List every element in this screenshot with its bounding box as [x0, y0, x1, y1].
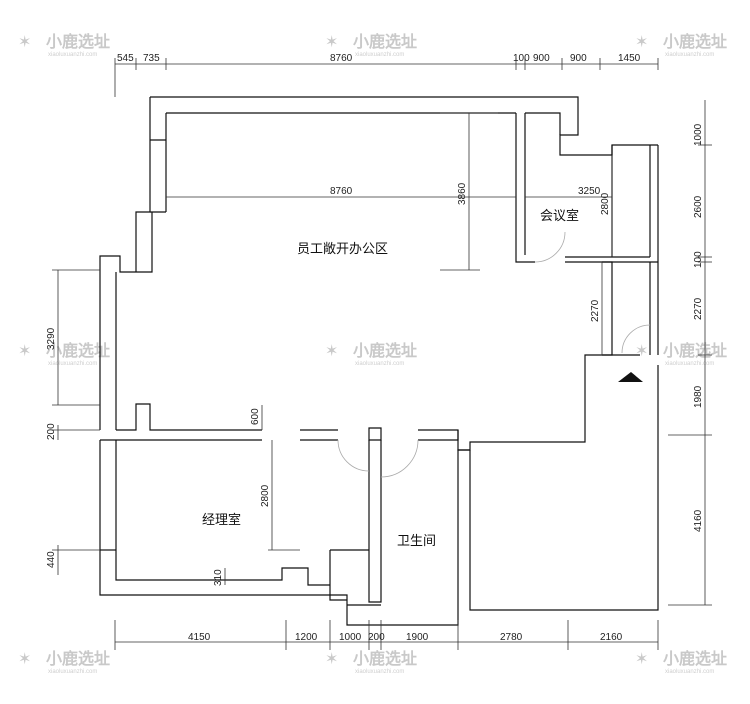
- dim-top-900-a: 900: [533, 53, 550, 64]
- dim-bottom-2780: 2780: [500, 632, 523, 643]
- svg-text:✶: ✶: [635, 649, 648, 668]
- watermark-top-middle: ✶ 小鹿选址 xiaoluxuanzhi.com: [325, 32, 417, 58]
- dim-meeting-depth: 2800: [600, 192, 611, 215]
- svg-text:xiaoluxuanzhi.com: xiaoluxuanzhi.com: [355, 669, 404, 675]
- svg-text:xiaoluxuanzhi.com: xiaoluxuanzhi.com: [48, 361, 97, 367]
- svg-text:xiaoluxuanzhi.com: xiaoluxuanzhi.com: [48, 669, 97, 675]
- dim-right-2270: 2270: [693, 297, 704, 320]
- svg-text:小鹿选址: 小鹿选址: [663, 32, 727, 51]
- svg-text:✶: ✶: [18, 649, 31, 668]
- door-swings: [337, 231, 651, 478]
- watermark-mid-right: ✶ 小鹿选址 xiaoluxuanzhi.com: [635, 341, 727, 367]
- entrance-arrow-icon: [618, 372, 643, 382]
- svg-text:✶: ✶: [325, 341, 338, 360]
- svg-text:✶: ✶: [18, 341, 31, 360]
- svg-text:✶: ✶: [18, 32, 31, 51]
- svg-text:xiaoluxuanzhi.com: xiaoluxuanzhi.com: [355, 361, 404, 367]
- watermark-top-left: ✶ 小鹿选址 xiaoluxuanzhi.com: [18, 32, 110, 58]
- svg-text:小鹿选址: 小鹿选址: [46, 341, 110, 360]
- watermark-mid-left: ✶ 小鹿选址 xiaoluxuanzhi.com: [18, 341, 110, 367]
- watermark-bottom-middle: ✶ 小鹿选址 xiaoluxuanzhi.com: [325, 649, 417, 675]
- svg-text:✶: ✶: [635, 341, 648, 360]
- svg-text:小鹿选址: 小鹿选址: [663, 649, 727, 668]
- dim-left-440: 440: [46, 551, 57, 568]
- svg-text:xiaoluxuanzhi.com: xiaoluxuanzhi.com: [665, 361, 714, 367]
- svg-text:xiaoluxuanzhi.com: xiaoluxuanzhi.com: [355, 52, 404, 58]
- svg-text:小鹿选址: 小鹿选址: [353, 32, 417, 51]
- dim-right-1980: 1980: [693, 385, 704, 408]
- dim-right-4160: 4160: [693, 509, 704, 532]
- dim-top-100: 100: [513, 53, 530, 64]
- svg-text:xiaoluxuanzhi.com: xiaoluxuanzhi.com: [665, 52, 714, 58]
- dim-bottom-1900: 1900: [406, 632, 429, 643]
- room-label-office: 员工敞开办公区: [297, 241, 388, 257]
- dim-manager-2800: 2800: [260, 484, 271, 507]
- dim-top-8760: 8760: [330, 53, 353, 64]
- room-label-manager: 经理室: [202, 512, 241, 528]
- dim-corridor: 2270: [590, 299, 601, 322]
- dim-office-depth: 3860: [457, 182, 468, 205]
- dim-office-width: 8760: [330, 186, 353, 197]
- dim-bottom-200: 200: [368, 632, 385, 643]
- dim-left-3290: 3290: [46, 327, 57, 350]
- dim-right-2600: 2600: [693, 195, 704, 218]
- svg-text:小鹿选址: 小鹿选址: [353, 649, 417, 668]
- dim-top-900-b: 900: [570, 53, 587, 64]
- svg-text:小鹿选址: 小鹿选址: [46, 32, 110, 51]
- watermark-top-right: ✶ 小鹿选址 xiaoluxuanzhi.com: [635, 32, 727, 58]
- dim-step-310: 310: [213, 569, 224, 586]
- svg-text:小鹿选址: 小鹿选址: [663, 341, 727, 360]
- svg-text:✶: ✶: [325, 32, 338, 51]
- dim-meeting-width: 3250: [578, 186, 601, 197]
- dim-right-1000: 1000: [693, 123, 704, 146]
- svg-text:小鹿选址: 小鹿选址: [353, 341, 417, 360]
- dim-bottom-4150: 4150: [188, 632, 211, 643]
- dim-bottom-1000: 1000: [339, 632, 362, 643]
- svg-text:xiaoluxuanzhi.com: xiaoluxuanzhi.com: [48, 52, 97, 58]
- dim-manager-600: 600: [250, 408, 261, 425]
- dim-right-100: 100: [693, 251, 704, 268]
- dim-top-1450: 1450: [618, 53, 641, 64]
- svg-text:✶: ✶: [635, 32, 648, 51]
- room-label-bathroom: 卫生间: [397, 534, 436, 549]
- svg-text:小鹿选址: 小鹿选址: [46, 649, 110, 668]
- watermark-mid-middle: ✶ 小鹿选址 xiaoluxuanzhi.com: [325, 341, 417, 367]
- watermark-bottom-left: ✶ 小鹿选址 xiaoluxuanzhi.com: [18, 649, 110, 675]
- dim-top-735: 735: [143, 53, 160, 64]
- svg-text:✶: ✶: [325, 649, 338, 668]
- watermark-bottom-right: ✶ 小鹿选址 xiaoluxuanzhi.com: [635, 649, 727, 675]
- dimension-lines: [52, 58, 712, 650]
- dim-bottom-2160: 2160: [600, 632, 623, 643]
- room-label-meeting: 会议室: [540, 208, 579, 224]
- dim-top-545: 545: [117, 53, 134, 64]
- dim-left-200: 200: [46, 423, 57, 440]
- dim-bottom-1200: 1200: [295, 632, 318, 643]
- svg-text:xiaoluxuanzhi.com: xiaoluxuanzhi.com: [665, 669, 714, 675]
